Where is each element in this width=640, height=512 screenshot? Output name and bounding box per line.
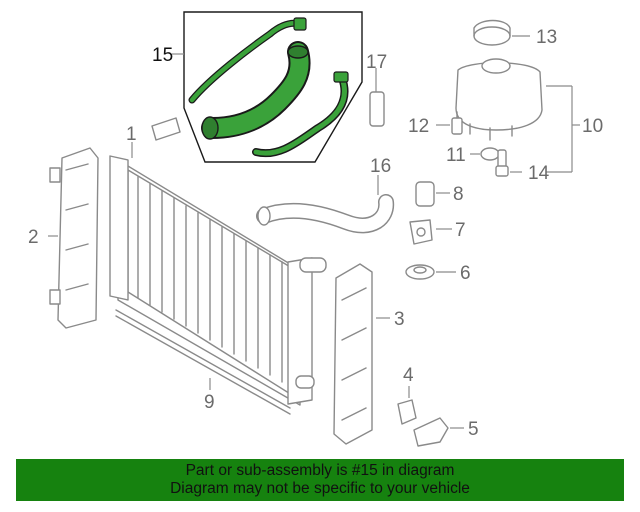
bushing-part-6[interactable] <box>405 264 435 280</box>
callout-3: 3 <box>394 309 405 330</box>
callout-2: 2 <box>28 227 39 248</box>
callout-4: 4 <box>403 365 414 386</box>
callout-labels: 1 2 3 4 5 6 7 8 9 10 11 12 13 14 15 16 1… <box>28 27 603 440</box>
left-air-deflector[interactable] <box>49 147 99 329</box>
callout-17: 17 <box>366 52 387 73</box>
callout-9: 9 <box>204 392 215 413</box>
expansion-tank-cap[interactable] <box>473 19 511 46</box>
radiator-hose-assembly[interactable] <box>188 17 349 158</box>
callout-11: 11 <box>446 145 466 166</box>
callout-12: 12 <box>408 116 429 137</box>
banner-line-2: Diagram may not be specific to your vehi… <box>170 480 470 497</box>
radiator-fins <box>137 176 283 383</box>
right-air-deflector[interactable] <box>333 263 373 445</box>
callout-10: 10 <box>582 116 603 137</box>
bolt-part-12[interactable] <box>451 111 463 135</box>
callout-6: 6 <box>460 263 471 284</box>
callout-14: 14 <box>528 163 550 184</box>
upper-coolant-hose[interactable] <box>151 91 385 197</box>
callout-5: 5 <box>468 419 479 440</box>
parts-diagram: 1 2 3 4 5 6 7 8 9 10 11 12 13 14 15 16 1… <box>28 11 603 447</box>
banner-line-1: Part or sub-assembly is #15 in diagram <box>185 462 455 479</box>
callout-15: 15 <box>152 45 173 66</box>
mount-part-7[interactable] <box>409 219 433 245</box>
callout-8: 8 <box>453 184 464 205</box>
bracket-part-4[interactable] <box>397 399 417 425</box>
grommet-part-11[interactable] <box>480 147 500 161</box>
lower-coolant-hose[interactable] <box>256 194 395 234</box>
radiator[interactable] <box>109 155 327 406</box>
leader-lines <box>48 35 580 429</box>
bracket-part-5[interactable] <box>413 417 449 447</box>
seal-strip[interactable] <box>115 309 291 415</box>
callout-1: 1 <box>126 124 137 145</box>
callout-16: 16 <box>370 156 391 177</box>
expansion-tank[interactable] <box>455 58 543 141</box>
callout-13: 13 <box>536 27 557 48</box>
sensor-part-14[interactable] <box>495 149 509 177</box>
mount-part-8[interactable] <box>415 181 435 207</box>
callout-7: 7 <box>455 220 466 241</box>
part-info-banner: Part or sub-assembly is #15 in diagram D… <box>16 459 624 501</box>
